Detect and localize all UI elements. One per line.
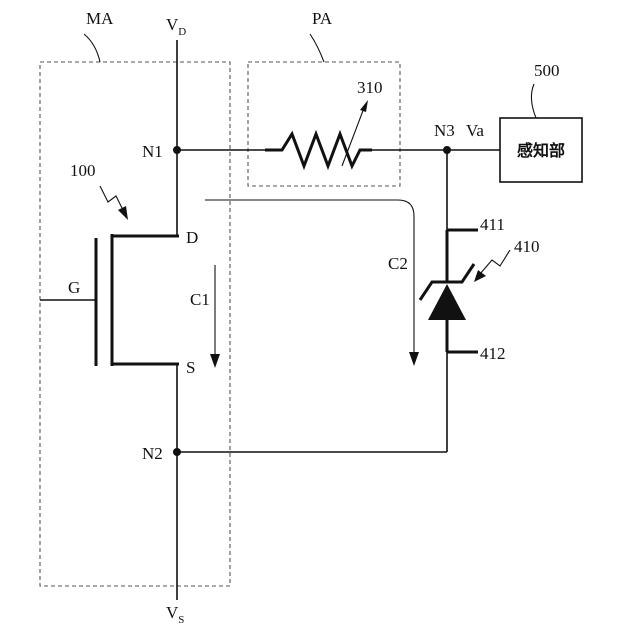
diode-412-label: 412 [480,344,506,363]
module-ma-leader [84,34,100,62]
diode-411-label: 411 [480,215,505,234]
module-pa-label: PA [312,9,333,28]
node-n1-label: N1 [142,142,163,161]
sensing-unit-ref-label: 500 [534,61,560,80]
current-c2-label: C2 [388,254,408,273]
va-label: Va [466,121,484,140]
vd-terminal-label: VD [166,15,186,38]
resistor-310-wiper [342,108,364,166]
resistor-ref-label: 310 [357,78,383,97]
source-label: S [186,358,195,377]
vd-main: V [166,15,179,34]
resistor-310-arrowhead [360,100,368,112]
vs-terminal-label: VS [166,603,184,626]
current-c1-arrowhead [210,354,220,368]
sensing-unit-label: 感知部 [517,141,565,160]
transistor-ref-arrowhead [118,206,128,220]
transistor-ref-label: 100 [70,161,96,180]
current-c2-arrow-path [205,200,414,356]
drain-label: D [186,228,198,247]
vd-subscript: D [178,26,186,38]
current-c1-label: C1 [190,290,210,309]
node-n2-label: N2 [142,444,163,463]
transistor-ref-leader [100,186,124,212]
module-ma-label: MA [86,9,114,28]
module-pa-leader [310,34,324,62]
sensing-unit-leader [531,84,536,118]
resistor-310 [265,134,372,166]
vs-subscript: S [178,614,184,626]
diode-410-triangle [428,284,466,320]
diode-410-leader [480,250,510,274]
diode-410-label: 410 [514,237,540,256]
vs-main: V [166,603,179,622]
node-n3-label: N3 [434,121,455,140]
current-c2-arrowhead [409,352,419,366]
diode-410-leader-arrowhead [474,270,486,282]
module-ma-boundary [40,62,230,586]
gate-label: G [68,278,80,297]
